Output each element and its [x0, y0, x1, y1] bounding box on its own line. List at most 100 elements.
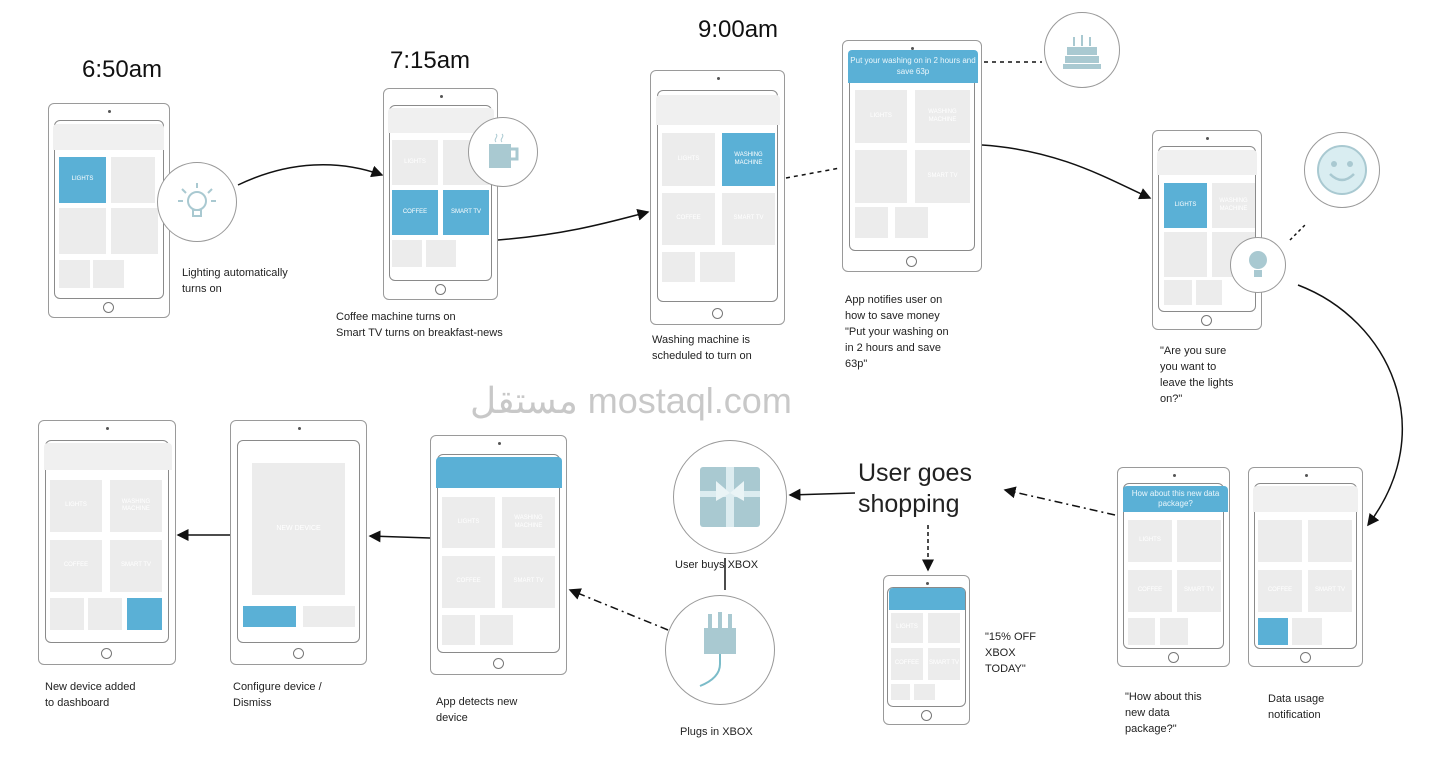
tile[interactable]	[700, 252, 735, 282]
arrow	[497, 208, 650, 241]
tile[interactable]	[93, 260, 124, 288]
tile[interactable]	[1258, 520, 1302, 562]
notification-banner	[1253, 486, 1358, 512]
tile-lights[interactable]: LIGHTS	[1128, 520, 1172, 562]
tile-smart-tv[interactable]: SMART TV	[110, 540, 162, 592]
tile[interactable]	[855, 207, 888, 238]
notification-banner: How about this new data package?	[1123, 486, 1228, 512]
home-button[interactable]	[103, 302, 114, 314]
tile[interactable]	[1160, 618, 1188, 645]
arrow	[568, 588, 669, 631]
tile-lights[interactable]: LIGHTS	[50, 480, 102, 532]
tile[interactable]	[1196, 280, 1222, 305]
lightbulb-icon	[1249, 251, 1267, 277]
tile[interactable]	[1308, 520, 1352, 562]
tile[interactable]	[1164, 232, 1207, 277]
tile[interactable]	[243, 606, 296, 627]
caption: Plugs in XBOX	[680, 726, 753, 738]
tile[interactable]	[392, 240, 422, 267]
time-label: 6:50am	[82, 56, 163, 83]
tablet-screen	[437, 454, 560, 654]
plug-circle	[665, 595, 775, 705]
gift-circle	[673, 440, 787, 554]
tile[interactable]	[1177, 520, 1221, 562]
caption: Washing machine is scheduled to turn on	[652, 334, 752, 362]
tile[interactable]	[914, 684, 935, 700]
tile-coffee[interactable]: COFFEE	[50, 540, 102, 592]
home-button[interactable]	[1167, 652, 1179, 663]
tile[interactable]	[59, 208, 106, 254]
tile[interactable]	[88, 598, 122, 630]
tile[interactable]	[111, 157, 155, 203]
tile-lights[interactable]: LIGHTS	[1164, 183, 1207, 228]
tile[interactable]	[928, 613, 960, 643]
home-button[interactable]	[492, 658, 504, 670]
tile[interactable]	[1164, 280, 1192, 305]
tile[interactable]	[855, 150, 907, 203]
home-button[interactable]	[1201, 315, 1212, 326]
tile-smart-tv[interactable]: SMART TV	[1308, 570, 1352, 612]
tile-coffee[interactable]: COFFEE	[442, 556, 495, 608]
tile-lights[interactable]: LIGHTS	[59, 157, 106, 203]
tile-coffee[interactable]: COFFEE	[891, 648, 923, 680]
coffee-mug-icon	[489, 133, 519, 168]
notification-banner	[436, 457, 562, 488]
lightbulb-small-circle	[1230, 237, 1286, 293]
tile-smart-tv[interactable]: SMART TV	[443, 190, 489, 235]
tile-lights[interactable]: LIGHTS	[662, 133, 715, 186]
tile-coffee[interactable]: COFFEE	[1128, 570, 1172, 612]
tile[interactable]	[59, 260, 90, 288]
tile-coffee[interactable]: COFFEE	[392, 190, 438, 235]
tile[interactable]	[1128, 618, 1155, 645]
caption: "How about this new data package?"	[1125, 691, 1202, 735]
tile[interactable]	[480, 615, 513, 645]
tile[interactable]	[1258, 618, 1288, 645]
home-button[interactable]	[101, 647, 112, 659]
home-button[interactable]	[1299, 652, 1311, 663]
tile-washing[interactable]: WASHING MACHINE	[915, 90, 970, 143]
tile[interactable]	[111, 208, 158, 254]
caption: "15% OFF XBOX TODAY"	[985, 631, 1036, 675]
notification-banner: Put your washing on in 2 hours and save …	[848, 50, 978, 83]
home-button[interactable]	[292, 647, 304, 659]
tile-lights[interactable]: LIGHTS	[891, 613, 923, 643]
camera-dot	[297, 427, 301, 430]
caption: App detects new device	[436, 696, 518, 724]
camera-dot	[108, 110, 111, 113]
tile-coffee[interactable]: COFFEE	[662, 193, 715, 245]
tile-new-device[interactable]: NEW DEVICE	[252, 463, 345, 595]
tile-lights[interactable]: LIGHTS	[392, 140, 438, 185]
tile-lights[interactable]: LIGHTS	[855, 90, 907, 143]
tile-smart-tv[interactable]: SMART TV	[928, 648, 960, 680]
tile-lights[interactable]: LIGHTS	[442, 497, 495, 548]
home-button[interactable]	[920, 710, 932, 721]
camera-dot	[716, 77, 720, 80]
tile-smart-tv[interactable]: SMART TV	[502, 556, 555, 608]
tile-washing[interactable]: WASHING MACHINE	[1212, 183, 1255, 228]
tablet-screen	[1158, 146, 1256, 312]
tile[interactable]	[662, 252, 695, 282]
tile-washing[interactable]: WASHING MACHINE	[722, 133, 775, 186]
tile-washing[interactable]: WASHING MACHINE	[110, 480, 162, 532]
smiley-circle	[1304, 132, 1380, 208]
tile[interactable]	[1292, 618, 1322, 645]
home-button[interactable]	[434, 284, 446, 296]
tile[interactable]	[303, 606, 355, 627]
tile[interactable]	[895, 207, 928, 238]
shopping-label: User goes shopping	[858, 459, 972, 519]
caption: "Are you sure you want to leave the ligh…	[1160, 345, 1234, 405]
home-button[interactable]	[711, 307, 723, 319]
tile-coffee[interactable]: COFFEE	[1258, 570, 1302, 612]
arrow	[788, 488, 856, 501]
tile[interactable]	[127, 598, 162, 630]
tile-smart-tv[interactable]: SMART TV	[722, 193, 775, 245]
tile[interactable]	[426, 240, 456, 267]
tile-smart-tv[interactable]: SMART TV	[915, 150, 970, 203]
caption: Data usage notification	[1268, 693, 1325, 721]
tile-smart-tv[interactable]: SMART TV	[1177, 570, 1221, 612]
tile-washing[interactable]: WASHING MACHINE	[502, 497, 555, 548]
home-button[interactable]	[906, 255, 917, 267]
tile[interactable]	[891, 684, 910, 700]
tile[interactable]	[50, 598, 84, 630]
tile[interactable]	[442, 615, 475, 645]
